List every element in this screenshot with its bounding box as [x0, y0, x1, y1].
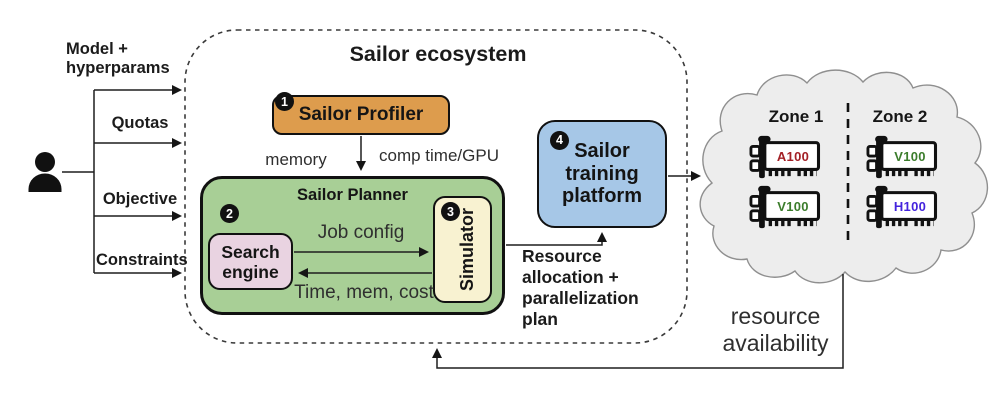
resource-availability-label: resource availability	[722, 303, 829, 356]
zone2-label: Zone 2	[872, 107, 928, 126]
sailor-profiler-box[interactable]: 1 Sailor Profiler	[272, 92, 450, 135]
memory-label: memory	[265, 150, 327, 169]
platform-label: Sailor training platform	[562, 140, 642, 208]
input-label-quotas: Quotas	[111, 114, 169, 132]
person-icon	[28, 152, 62, 192]
gpu-card-zone2-v100[interactable]: V100	[862, 134, 940, 180]
profiler-label: Sailor Profiler	[298, 104, 424, 125]
comp-time-label: comp time/GPU	[379, 146, 499, 165]
gpu-card-zone2-h100[interactable]: H100	[862, 184, 940, 230]
gpu-name: A100	[776, 149, 810, 164]
planner-step-badge: 2	[220, 204, 239, 223]
gpu-name: H100	[893, 199, 927, 214]
input-label-objective: Objective	[102, 190, 178, 208]
gpu-name: V100	[894, 149, 926, 164]
job-config-label: Job config	[317, 222, 405, 243]
plan-output-label: Resource allocation + parallelization pl…	[522, 246, 639, 329]
profiler-step-badge: 1	[275, 92, 294, 111]
cloud-shape	[699, 69, 989, 284]
arrow-planner-platform	[506, 232, 607, 246]
gpu-name: V100	[777, 199, 809, 214]
platform-step-badge: 4	[550, 131, 569, 150]
input-label-constraints: Constraints	[96, 251, 188, 269]
simulator-label: Simulator	[457, 207, 478, 292]
gpu-card-zone1-v100[interactable]: V100	[745, 184, 823, 230]
training-platform-box[interactable]: 4 Sailor training platform	[537, 120, 667, 228]
simulator-step-badge: 3	[441, 202, 460, 221]
zone1-label: Zone 1	[768, 107, 824, 126]
gpu-card-zone1-a100[interactable]: A100	[745, 134, 823, 180]
ecosystem-title: Sailor ecosystem	[349, 42, 527, 66]
input-label-model: Model + hyperparams	[66, 40, 170, 77]
search-engine-label: Search engine	[221, 241, 280, 282]
time-mem-cost-label: Time, mem, cost	[294, 282, 434, 303]
